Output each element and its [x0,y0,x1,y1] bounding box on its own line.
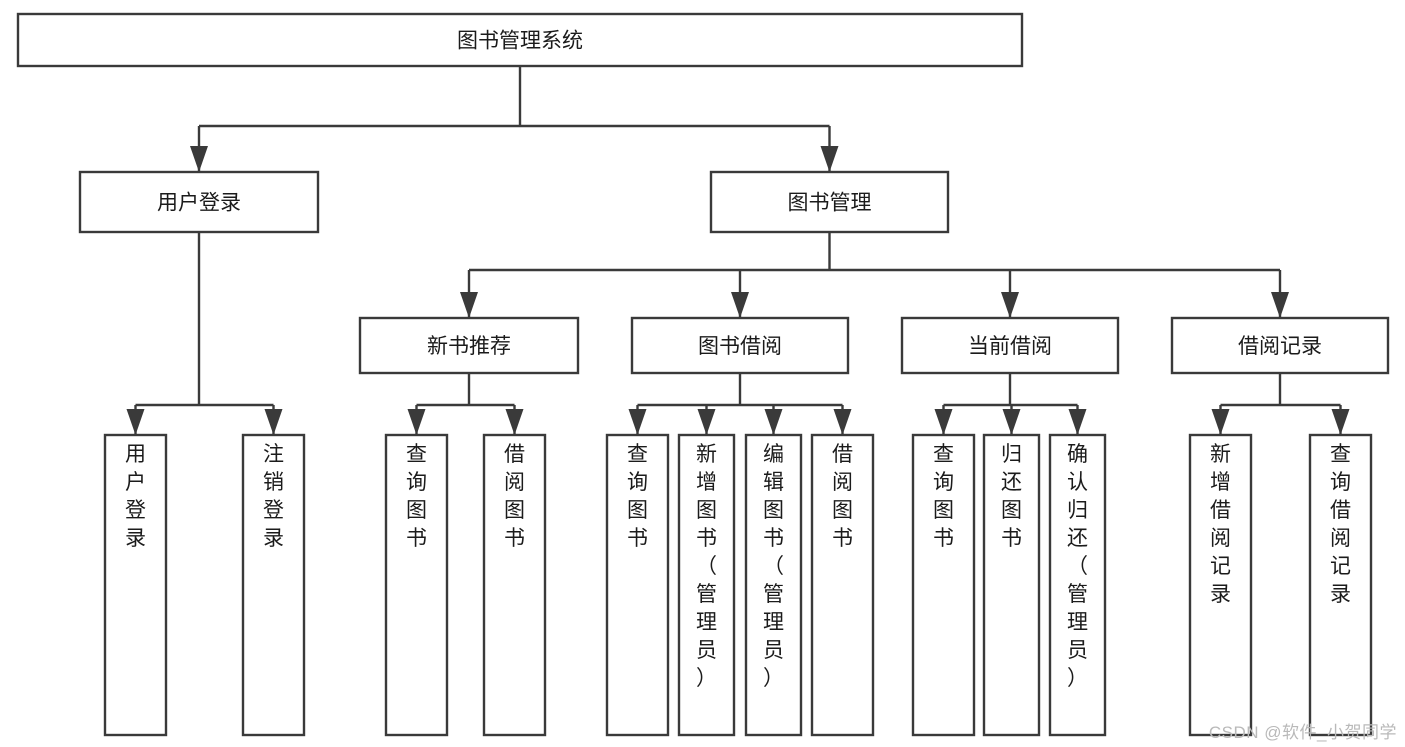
node-l4_13[interactable]: 查询借阅记录 [1308,433,1373,737]
bus-cur-arrow-2 [1068,409,1087,435]
bus-login-arrow-1 [264,409,283,435]
bus-rec-arrow-0 [1211,409,1230,435]
bus-books-arrow-2 [1001,292,1019,318]
node-label: 图书管理 [788,192,872,215]
node-box[interactable] [1048,433,1107,737]
bus-login-arrow-0 [126,409,145,435]
node-label: 查询图书 [406,443,427,550]
node-label: 当前借阅 [968,335,1052,358]
node-box[interactable] [900,316,1120,375]
bus-books-arrow-0 [460,292,478,318]
node-box[interactable] [630,316,850,375]
bus-books-arrow-1 [731,292,749,318]
node-box[interactable] [810,433,875,737]
node-label: 查询图书 [627,443,648,550]
node-label: 借阅图书 [504,443,525,550]
node-box[interactable] [358,316,580,375]
node-l4_12[interactable]: 新增借阅记录 [1188,433,1253,737]
node-l4_4[interactable]: 借阅图书 [482,433,547,737]
bus-borrow-arrow-0 [628,409,647,435]
node-box[interactable] [78,170,320,234]
node-l4_11[interactable]: 确认归还（管理员） [1048,433,1107,737]
node-l3_3[interactable]: 当前借阅 [900,316,1120,375]
node-l4_8[interactable]: 借阅图书 [810,433,875,737]
bus-cur-arrow-0 [934,409,953,435]
node-box[interactable] [1308,433,1373,737]
node-box[interactable] [16,12,1024,68]
node-box[interactable] [103,433,168,737]
node-box[interactable] [744,433,803,737]
node-label: 查询图书 [933,443,954,550]
node-l4_3[interactable]: 查询图书 [384,433,449,737]
node-label: 新书推荐 [427,335,511,358]
bus-root-arrow-0 [190,146,208,172]
node-label: 图书管理系统 [457,30,583,53]
node-label: 借阅记录 [1238,335,1322,358]
node-box[interactable] [1170,316,1390,375]
node-l4_9[interactable]: 查询图书 [911,433,976,737]
node-l4_7[interactable]: 编辑图书（管理员） [744,433,803,737]
node-l3_1[interactable]: 新书推荐 [358,316,580,375]
node-layer: 图书管理系统用户登录图书管理新书推荐图书借阅当前借阅借阅记录用户登录注销登录查询… [16,12,1390,737]
node-box[interactable] [241,433,306,737]
node-label: 注销登录 [263,443,284,550]
node-l4_1[interactable]: 用户登录 [103,433,168,737]
node-label: 新增图书（管理员） [696,443,717,690]
node-label: 查询借阅记录 [1330,443,1351,606]
bus-rec-arrow-1 [1331,409,1350,435]
bus-borrow-arrow-3 [833,409,852,435]
node-box[interactable] [677,433,736,737]
node-l4_5[interactable]: 查询图书 [605,433,670,737]
node-box[interactable] [605,433,670,737]
bus-new-arrow-0 [407,409,426,435]
node-l4_2[interactable]: 注销登录 [241,433,306,737]
node-box[interactable] [482,433,547,737]
node-l4_6[interactable]: 新增图书（管理员） [677,433,736,737]
node-label: 用户登录 [157,192,241,215]
node-label: 借阅图书 [832,443,853,550]
bus-new-arrow-1 [505,409,524,435]
node-root[interactable]: 图书管理系统 [16,12,1024,68]
node-box[interactable] [911,433,976,737]
node-label: 编辑图书（管理员） [763,443,784,690]
bus-root-arrow-1 [820,146,839,172]
node-label: 用户登录 [125,443,146,550]
bus-borrow-arrow-1 [697,409,716,435]
node-l2_2[interactable]: 图书管理 [709,170,950,234]
bus-cur-arrow-1 [1002,409,1021,435]
connector-layer [126,66,1350,435]
node-box[interactable] [1188,433,1253,737]
node-label: 确认归还（管理员） [1067,443,1088,690]
node-label: 图书借阅 [698,335,782,358]
node-box[interactable] [982,433,1041,737]
node-l3_4[interactable]: 借阅记录 [1170,316,1390,375]
node-l3_2[interactable]: 图书借阅 [630,316,850,375]
node-label: 新增借阅记录 [1210,443,1231,606]
bus-books-arrow-3 [1271,292,1289,318]
node-label: 归还图书 [1001,443,1022,550]
node-l4_10[interactable]: 归还图书 [982,433,1041,737]
node-box[interactable] [709,170,950,234]
bus-borrow-arrow-2 [764,409,783,435]
node-box[interactable] [384,433,449,737]
node-l2_1[interactable]: 用户登录 [78,170,320,234]
